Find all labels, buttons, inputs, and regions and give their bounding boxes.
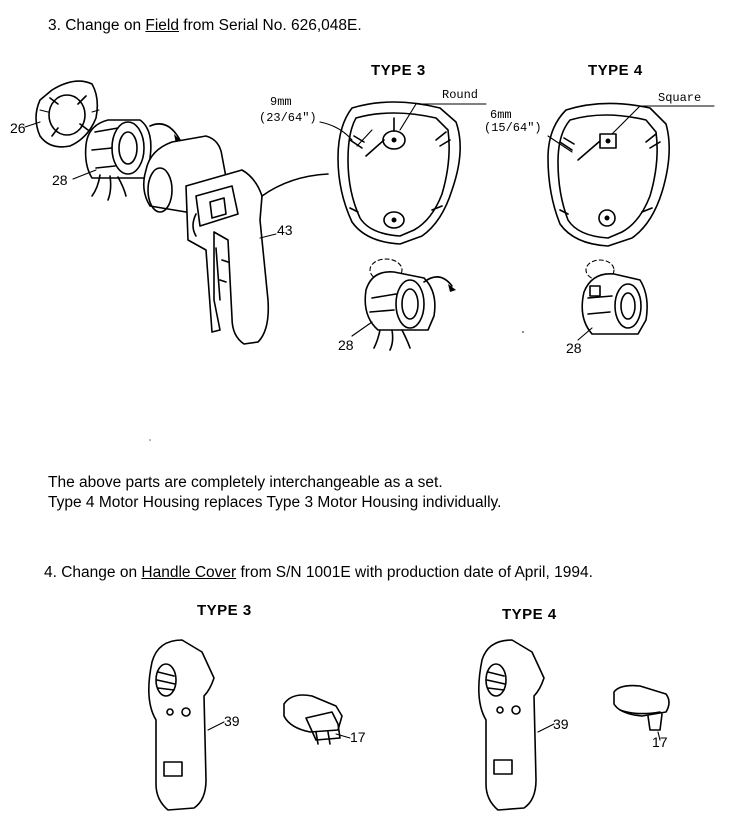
- section3-heading: 3. Change on Field from Serial No. 626,0…: [48, 17, 362, 35]
- field-coil-type4-drawing: [577, 259, 648, 341]
- note-line-2: Type 4 Motor Housing replaces Type 3 Mot…: [48, 494, 502, 511]
- callout-square: Square: [658, 91, 702, 105]
- section4-heading-suffix: from S/N 1001E with production date of A…: [236, 564, 593, 581]
- dim-type4-in: (15/64"): [484, 121, 542, 135]
- part-17-type4-label: 17: [652, 734, 668, 750]
- handle-half-type4-drawing: [478, 639, 555, 811]
- dim-type4-mm: 6mm: [490, 108, 512, 122]
- section3-type4-label: TYPE 4: [588, 62, 643, 79]
- drill-body-drawing: [142, 135, 329, 345]
- dim-type3-in: (23/64"): [259, 111, 317, 125]
- handle-cover-type4-drawing: [613, 684, 670, 741]
- handle-half-drawing: [148, 639, 225, 811]
- note-line-1: The above parts are completely interchan…: [48, 474, 443, 491]
- section4-type4-label: TYPE 4: [502, 606, 557, 623]
- part-28-type3-label: 28: [338, 337, 354, 353]
- section3-heading-suffix: from Serial No. 626,048E.: [179, 17, 362, 34]
- part-39-type4-label: 39: [553, 716, 569, 732]
- section4-type3-label: TYPE 3: [197, 602, 252, 619]
- section4-heading: 4. Change on Handle Cover from S/N 1001E…: [44, 564, 593, 582]
- dim-type3-mm: 9mm: [270, 95, 292, 109]
- callout-round: Round: [442, 88, 479, 102]
- end-bracket-drawing: [24, 80, 100, 148]
- section3-heading-prefix: 3. Change on: [48, 17, 146, 34]
- part-43-label: 43: [277, 222, 293, 238]
- part-39-type3-label: 39: [224, 713, 240, 729]
- motor-housing-drawing: [319, 101, 487, 245]
- part-28-main-label: 28: [52, 172, 68, 188]
- part-17-type3-label: 17: [350, 729, 366, 745]
- field-coil-type3-drawing: [351, 258, 456, 351]
- part-28-type4-label: 28: [566, 340, 582, 356]
- section4-heading-handle-cover: Handle Cover: [141, 564, 237, 581]
- section3-type3-label: TYPE 3: [371, 62, 426, 79]
- section4-heading-prefix: 4. Change on: [44, 564, 142, 581]
- handle-cover-drawing: [283, 694, 351, 745]
- section3-heading-field: Field: [145, 17, 179, 34]
- motor-housing-type4-drawing: [547, 102, 715, 247]
- part-26-label: 26: [10, 120, 26, 136]
